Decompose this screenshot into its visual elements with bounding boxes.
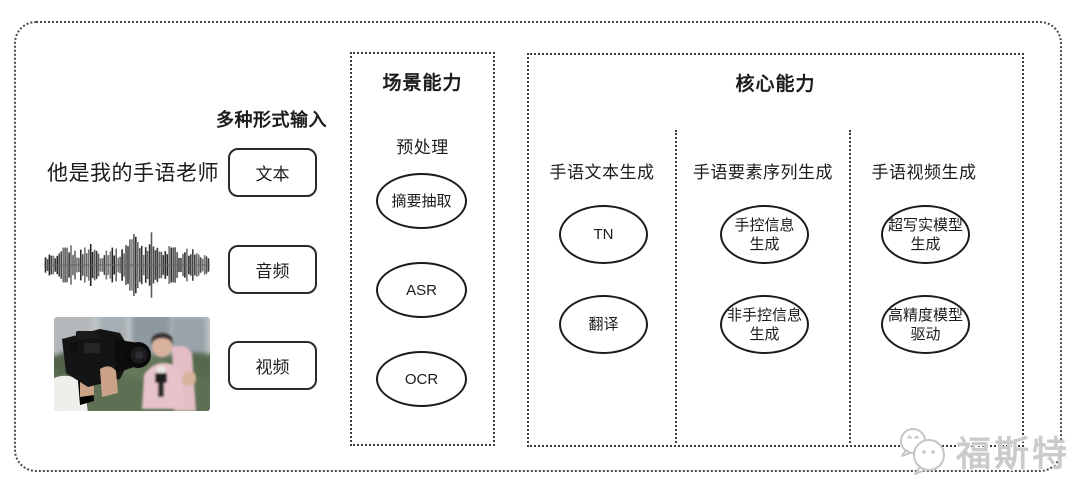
chat-bubbles-icon [900,428,945,475]
scene-capability-box: 场景能力 预处理 摘要抽取 ASR OCR [350,52,495,446]
node-tn: TN [559,205,648,264]
core-capability-title: 核心能力 [735,74,816,95]
node-ocr: OCR [376,351,467,407]
core-capability-box: 核心能力 手语文本生成 手语要素序列生成 手语视频生成 TN 翻译 手控信息 生… [527,53,1024,447]
column-header-sign-text-generation: 手语文本生成 [549,163,655,182]
node-asr: ASR [376,262,467,318]
column-divider [849,130,851,443]
node-hyperrealistic-model-generation: 超写实模型 生成 [881,205,970,264]
sample-sentence-text: 他是我的手语老师 [47,162,219,185]
input-type-text-box: 文本 [228,148,317,197]
input-type-video-box: 视频 [228,341,317,390]
column-header-sign-video-generation: 手语视频生成 [871,163,977,182]
watermark-text: 福斯特 [956,434,1071,474]
scene-capability-title: 场景能力 [382,73,463,94]
preprocess-label: 预处理 [396,138,449,157]
column-header-sign-element-sequence-generation: 手语要素序列生成 [693,163,833,182]
audio-waveform-icon [44,232,210,298]
input-type-audio-box: 音频 [228,245,317,294]
node-translation: 翻译 [559,295,648,354]
watermark: 福斯特 [896,424,1070,478]
reporter-photo-illustration [54,317,210,411]
node-high-precision-model-driving: 高精度模型 驱动 [881,295,970,354]
node-manual-info-generation: 手控信息 生成 [720,205,809,264]
video-thumbnail [54,317,210,411]
column-divider [675,130,677,443]
node-summary-extraction: 摘要抽取 [376,173,467,229]
input-section-label: 多种形式输入 [216,110,327,130]
node-non-manual-info-generation: 非手控信息 生成 [720,295,809,354]
outer-dotted-border [14,21,1062,472]
